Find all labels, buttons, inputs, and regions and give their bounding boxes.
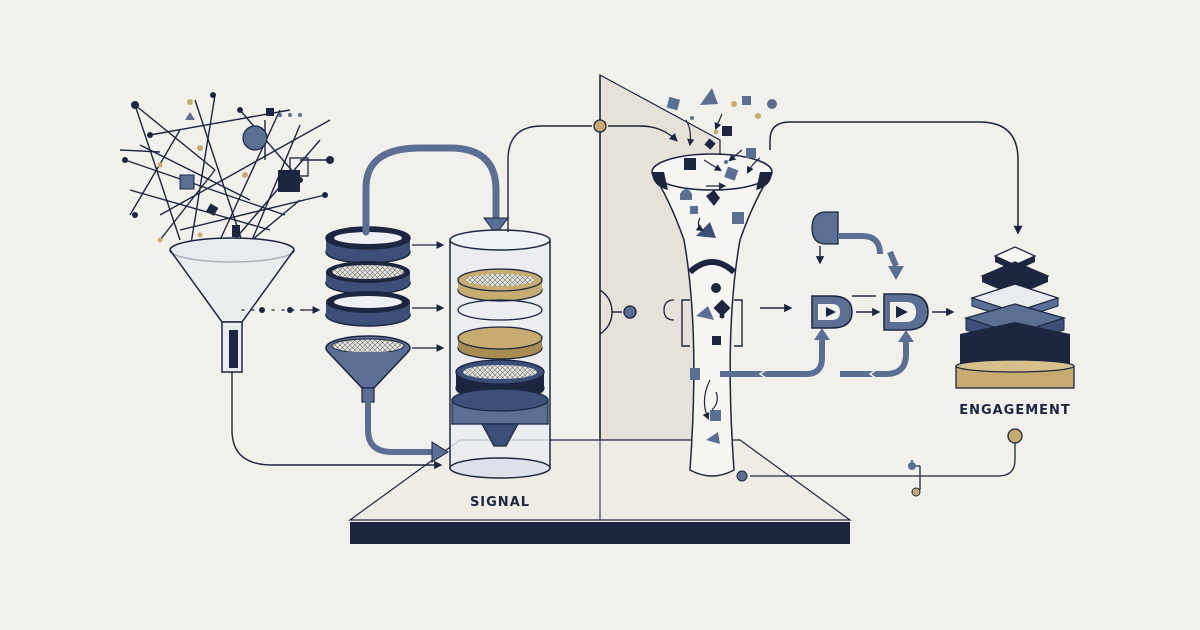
bottom-loop-arrowhead: [431, 441, 449, 463]
panel-top-node: [593, 119, 607, 133]
gate-flow-arrows: [760, 295, 955, 317]
output-node-lower: [911, 487, 921, 497]
base-platform: [350, 522, 850, 544]
sorting-funnel: [651, 153, 773, 477]
particle-arrows: [685, 113, 761, 420]
panel-mid-node: [623, 305, 637, 319]
panel-connectors: [507, 125, 678, 335]
input-funnel: [169, 225, 295, 373]
engagement-output-link: [750, 428, 1023, 490]
feedback-loops: [663, 299, 914, 379]
engagement-label: ENGAGEMENT: [959, 403, 1071, 418]
top-loop-arrow: [362, 144, 500, 236]
output-node-upper: [908, 462, 916, 470]
output-node-end: [736, 470, 748, 482]
signal-column: [449, 229, 551, 479]
bottom-feed-line: [231, 372, 443, 470]
sorted-particles: [666, 88, 777, 444]
signal-label: SIGNAL: [470, 495, 530, 510]
logic-gates: [811, 211, 929, 331]
filter-ring-stack: [325, 226, 411, 403]
engagement-top-arrow: [769, 121, 1023, 235]
engagement-stack: [955, 246, 1075, 389]
input-nodes: [122, 92, 334, 243]
bottom-loop-arrow: [365, 399, 437, 455]
funnel-output-link: [241, 306, 321, 314]
top-loop-arrowhead: [483, 217, 509, 235]
stack-to-column-arrows: [412, 241, 445, 352]
